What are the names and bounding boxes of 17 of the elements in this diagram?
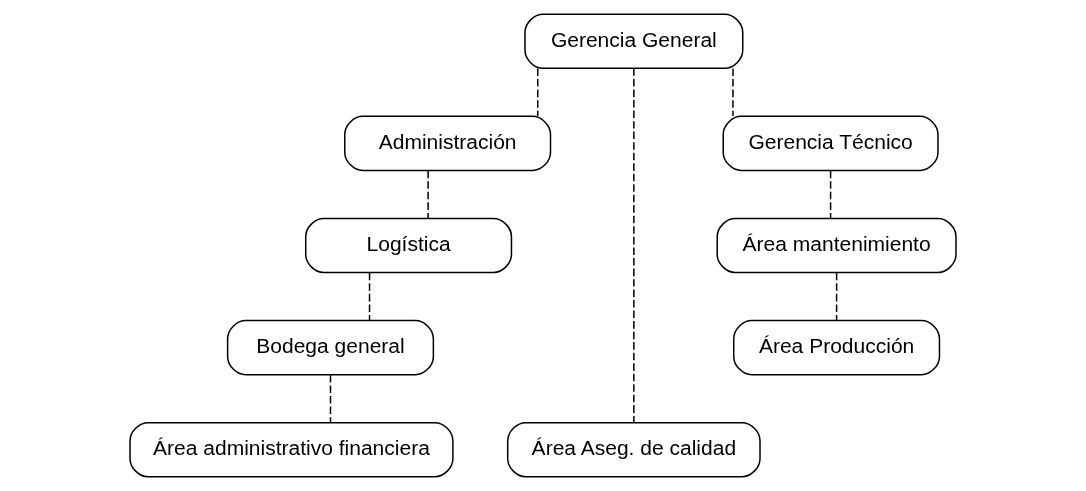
node-box: Logística (304, 217, 513, 274)
connector (329, 374, 332, 424)
node-box: Gerencia Técnico (722, 115, 939, 172)
node-box: Área mantenimiento (716, 217, 957, 274)
node-box: Área Producción (733, 319, 941, 376)
node-box: Bodega general (226, 319, 435, 376)
connector (633, 67, 635, 424)
connector (368, 272, 371, 321)
connector (427, 170, 429, 219)
connector (829, 170, 832, 219)
node-box: Gerencia General (524, 13, 744, 70)
connector (537, 67, 539, 117)
node-box: Administración (344, 115, 552, 172)
connector (732, 67, 734, 117)
node-box: Área administrativo financiera (129, 421, 454, 478)
connector (835, 272, 838, 321)
node-box: Área Aseg. de calidad (506, 421, 761, 478)
